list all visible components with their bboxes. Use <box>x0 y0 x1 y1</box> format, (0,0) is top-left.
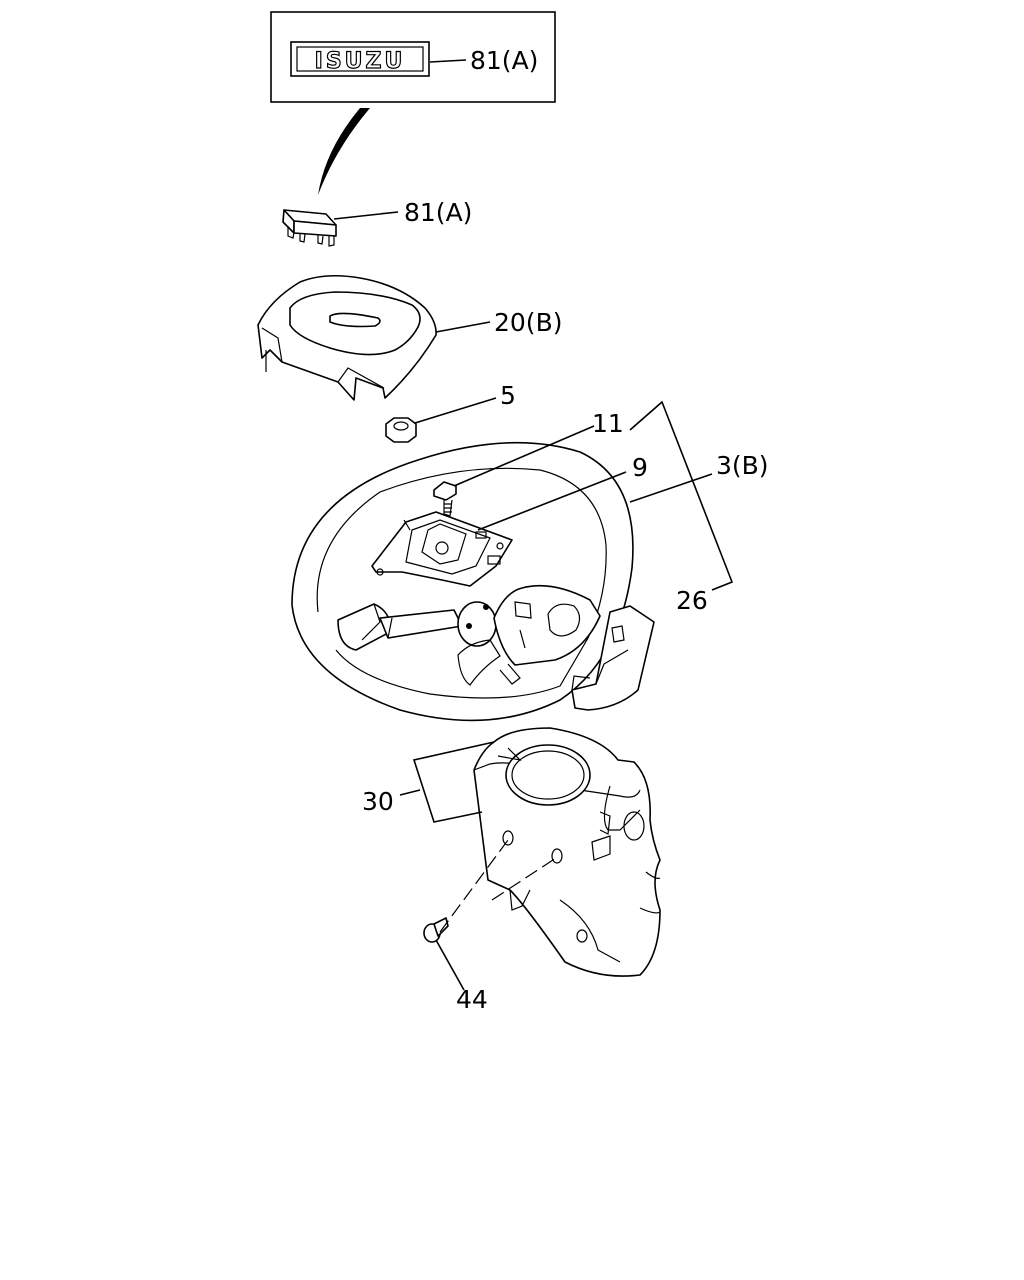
horn-pad <box>257 274 437 401</box>
isuzu-logo: ISUZU <box>290 41 430 77</box>
screw-guide-line-2 <box>491 857 557 901</box>
contact-plate <box>371 511 513 587</box>
emblem-detail: ISUZU 81(A) <box>270 11 556 103</box>
callout-label-20b: 20(B) <box>494 308 562 337</box>
callout-label-11: 11 <box>592 409 624 438</box>
emblem-detail-frame <box>270 11 556 103</box>
callout-label-81a-clip: 81(A) <box>404 198 472 227</box>
callout-label-5: 5 <box>500 381 516 410</box>
callout-label-3b: 3(B) <box>716 451 769 480</box>
callout-label-9: 9 <box>632 453 648 482</box>
isuzu-logo-text: ISUZU <box>315 49 406 74</box>
column-cover <box>473 727 661 977</box>
emblem-clip <box>282 209 337 247</box>
column-cover-bracket <box>412 741 495 823</box>
assembly-bracket <box>629 400 734 591</box>
detail-pointer <box>318 108 370 195</box>
callout-label-30: 30 <box>362 787 394 816</box>
screw <box>423 917 449 943</box>
callout-label-26: 26 <box>676 586 708 615</box>
callout-label-44: 44 <box>456 985 488 1014</box>
callout-label-81a-badge: 81(A) <box>470 46 538 75</box>
bolt <box>433 481 457 517</box>
nut <box>385 417 417 443</box>
